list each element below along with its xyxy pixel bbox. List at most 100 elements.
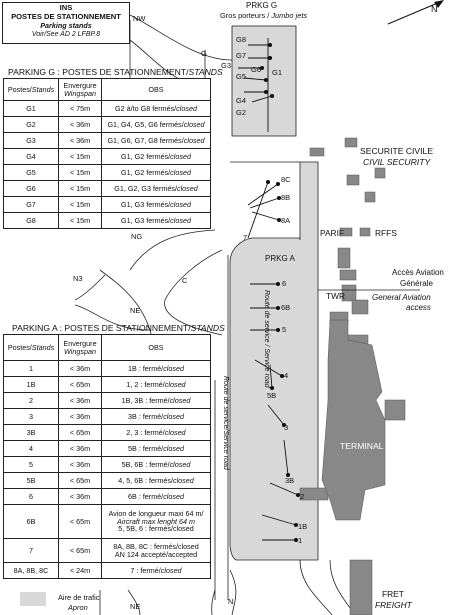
stand-label-7: 7 (243, 233, 248, 242)
cell-obs: 4, 5, 6B : fermés/closed (101, 472, 211, 489)
table-g-title: PARKING G : POSTES DE STATIONNEMENT/STAN… (8, 67, 223, 77)
ga-access-label-en: General Aviation (372, 293, 431, 302)
cell-wingspan: < 36m (58, 116, 102, 133)
cell-obs: G2 à/to G8 fermés/closed (101, 100, 211, 117)
stand-label-g5: G5 (236, 72, 247, 81)
cell-wingspan: < 24m (58, 562, 102, 579)
cell-wingspan: < 15m (58, 180, 102, 197)
cell-obs: G1, G4, G5, G6 fermés/closed (101, 116, 211, 133)
cell-obs: G1, G6, G7, G8 fermés/closed (101, 132, 211, 149)
stand-label-g2: G2 (236, 108, 247, 117)
service-road-label-2: Route de service/Service road (222, 376, 229, 470)
freight-label: FREIGHT (375, 600, 412, 610)
cell-stand: 6B (3, 504, 59, 539)
cell-wingspan: < 36m (58, 456, 102, 473)
fret-label: FRET (382, 589, 404, 599)
cell-obs: 6B : fermé/closed (101, 488, 211, 505)
taxiway-ne: NE (130, 306, 141, 315)
legend-label: Aire de trafic (58, 593, 100, 602)
taxi-label-g1: G1 (272, 68, 283, 77)
ga-access-label-en2: access (406, 303, 431, 312)
taxiway-g: G (201, 49, 207, 58)
ins-subtitle-en: Parking stands (40, 21, 92, 30)
cell-obs: G1, G2, G3 fermés/closed (101, 180, 211, 197)
cell-stand: 3B (3, 424, 59, 441)
terminal-label: TERMINAL (340, 441, 384, 451)
stand-label-g8: G8 (236, 35, 247, 44)
prkg-g-subtitle: Gros porteurs / Jumbo jets (220, 11, 308, 20)
stand-label-g4: G4 (236, 96, 247, 105)
ga-access-label-fr2: Générale (400, 279, 433, 288)
a-stand-markers (247, 179, 301, 543)
cell-stand: 5B (3, 472, 59, 489)
stand-label-2: 2 (300, 492, 305, 501)
prkg-a-title: PRKG A (265, 254, 295, 263)
parif-label: PARIF (320, 228, 345, 238)
stand-label-8b: 8B (281, 193, 291, 202)
cell-obs: G1, G3 fermés/closed (101, 212, 211, 229)
cell-wingspan: < 65m (58, 424, 102, 441)
cell-stand: G8 (3, 212, 59, 229)
prkg-g-title: PRKG G (246, 1, 278, 10)
col-postes: Postes/Stands (3, 78, 59, 101)
cell-wingspan: < 65m (58, 538, 102, 563)
twr-label: TWR (326, 291, 346, 301)
cell-wingspan: < 36m (58, 132, 102, 149)
taxiway-nw: NW (133, 14, 146, 23)
service-road-label: Route de service / Service road (263, 290, 270, 388)
cell-stand: G2 (3, 116, 59, 133)
cell-stand: 3 (3, 408, 59, 425)
stand-label-g7: G7 (236, 51, 247, 60)
stand-label-6b: 6B (281, 303, 291, 312)
col-postes: Postes/Stands (3, 334, 59, 361)
cell-wingspan: < 36m (58, 488, 102, 505)
cell-wingspan: < 15m (58, 196, 102, 213)
stand-label-g6: G6 (251, 65, 262, 74)
apron-g (231, 25, 297, 137)
cell-obs: 2, 3 : fermé/closed (101, 424, 211, 441)
ins-subtitle: POSTES DE STATIONNEMENT (11, 12, 121, 21)
stand-label-5: 5 (282, 325, 287, 334)
cell-obs: 7 : fermé/closed (101, 562, 211, 579)
taxiway-ne-south: NE (130, 602, 141, 611)
cell-stand: 2 (3, 392, 59, 409)
securite-civile-label: SECURITE CIVILE (360, 146, 434, 156)
cell-wingspan: < 36m (58, 408, 102, 425)
cell-wingspan: < 65m (58, 472, 102, 489)
ins-title: INS (59, 3, 73, 12)
stand-label-3: 3 (284, 423, 289, 432)
apron-a (229, 161, 319, 561)
g-stand-markers (238, 38, 275, 132)
cell-obs: G1, G3 fermés/closed (101, 196, 211, 213)
cell-obs: 3B : fermé/closed (101, 408, 211, 425)
cell-stand: 1 (3, 360, 59, 377)
cell-stand: G5 (3, 164, 59, 181)
taxiway-ng: NG (131, 232, 143, 241)
taxiway-c: C (182, 276, 188, 285)
cell-stand: 1B (3, 376, 59, 393)
cell-wingspan: < 75m (58, 100, 102, 117)
cell-wingspan: < 36m (58, 440, 102, 457)
cell-obs: 1B : fermé/closed (101, 360, 211, 377)
cell-wingspan: < 36m (58, 360, 102, 377)
table-a-title: PARKING A : POSTES DE STATIONNEMENT/STAN… (12, 323, 225, 333)
cell-stand: 5 (3, 456, 59, 473)
taxiway-n: N (228, 597, 234, 606)
